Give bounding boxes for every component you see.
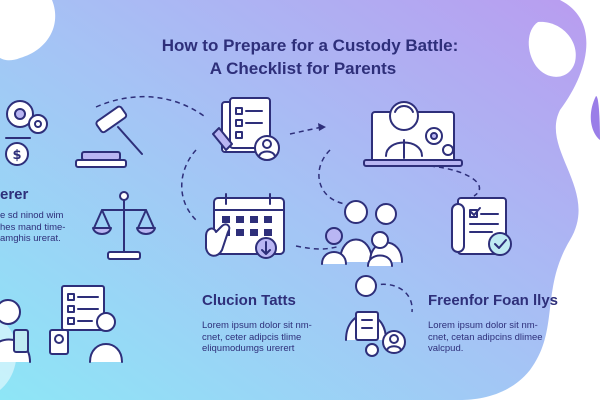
signed-document-icon <box>451 197 512 256</box>
scales-of-justice-icon <box>92 191 156 260</box>
section-a-text-line-2: cnet, ceter adipcis tlime <box>202 331 302 343</box>
left-text-line-2: hes mand time- <box>0 221 66 233</box>
section-b-text-line-2: cnet, cetan adipcins dlimee <box>428 331 543 343</box>
checklist-document-icon <box>212 97 280 161</box>
section-b-text: Lorem ipsum dolor sit nm- cnet, cetan ad… <box>428 320 543 355</box>
section-b-text-line-1: Lorem ipsum dolor sit nm- <box>428 320 538 331</box>
svg-text:$: $ <box>12 148 21 163</box>
left-heading: erer <box>0 186 29 203</box>
left-text-line-3: amghis urerat. <box>0 233 61 244</box>
section-a-text-line-3: eliqumodumgs urerert <box>202 343 295 354</box>
calendar-icon <box>205 193 285 259</box>
title-line-1: How to Prepare for a Custody Battle: <box>161 36 459 55</box>
left-text-line-1: e sd ninod wim <box>0 210 64 221</box>
section-b-text-line-3: valcpud. <box>428 343 464 354</box>
section-a-heading: Clucion Tatts <box>202 292 296 309</box>
gears-dollar-icon: $ <box>5 100 48 166</box>
page-title: How to Prepare for a Custody Battle: A C… <box>120 34 500 80</box>
section-a-text-line-1: Lorem ipsum dolor sit nm- <box>202 320 312 331</box>
left-text: e sd ninod wim hes mand time- amghis ure… <box>0 210 65 245</box>
title-line-2: A Checklist for Parents <box>209 59 397 78</box>
checklist-board-icon <box>49 285 123 363</box>
section-b-heading: Freenfor Foan llys <box>428 292 559 309</box>
person-clipboard-icon <box>0 299 31 363</box>
dashed-connectors <box>95 95 481 313</box>
parent-documents-icon <box>345 275 406 357</box>
family-icon <box>321 200 403 267</box>
lawyer-monitor-icon <box>363 101 463 167</box>
gavel-icon <box>75 105 143 168</box>
section-a-text: Lorem ipsum dolor sit nm- cnet, ceter ad… <box>202 320 312 355</box>
